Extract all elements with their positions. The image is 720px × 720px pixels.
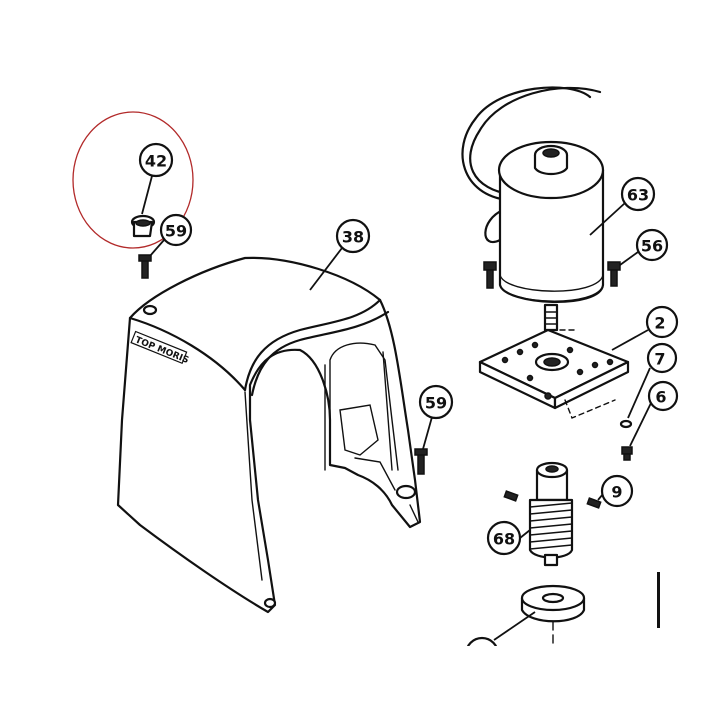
callout-38: 38 — [309, 218, 371, 291]
cap-part-42 — [130, 214, 156, 238]
callout-9: 9 — [597, 474, 634, 508]
screw-59-right — [414, 448, 428, 475]
callout-2: 2 — [611, 305, 679, 351]
worm-shaft-part-68 — [503, 461, 602, 567]
bottom-crop-mask — [0, 646, 720, 720]
motor-part-63 — [461, 86, 605, 332]
callout-42-label: 42 — [145, 152, 167, 171]
screw-59-upper — [138, 254, 152, 279]
callout-42: 42 — [138, 142, 174, 215]
callout-7-label: 7 — [654, 350, 665, 369]
mounting-plate-part-2 — [478, 328, 630, 419]
callout-56: 56 — [619, 228, 669, 266]
highlight-circle — [72, 111, 194, 249]
cover-housing: TOP MORIS — [116, 256, 422, 614]
callout-6-label: 6 — [655, 388, 666, 407]
callout-7: 7 — [627, 342, 678, 419]
callout-59-upper: 59 — [149, 213, 193, 257]
callout-2-label: 2 — [654, 314, 665, 333]
frame-edge — [657, 572, 660, 628]
motor-screws — [483, 261, 621, 289]
callout-9-label: 9 — [611, 483, 622, 502]
callout-6: 6 — [629, 380, 679, 447]
callout-56-label: 56 — [641, 237, 663, 256]
callout-59-right: 59 — [418, 384, 454, 450]
callout-38-label: 38 — [342, 228, 364, 247]
callout-68: 68 — [486, 520, 531, 556]
callout-63: 63 — [589, 176, 656, 236]
callout-59-upper-label: 59 — [165, 222, 187, 241]
callout-59-right-label: 59 — [425, 394, 447, 413]
callout-68-label: 68 — [493, 530, 515, 549]
washer-and-screw — [619, 419, 633, 461]
spacer-part-83 — [520, 584, 586, 649]
callout-63-label: 63 — [627, 186, 649, 205]
